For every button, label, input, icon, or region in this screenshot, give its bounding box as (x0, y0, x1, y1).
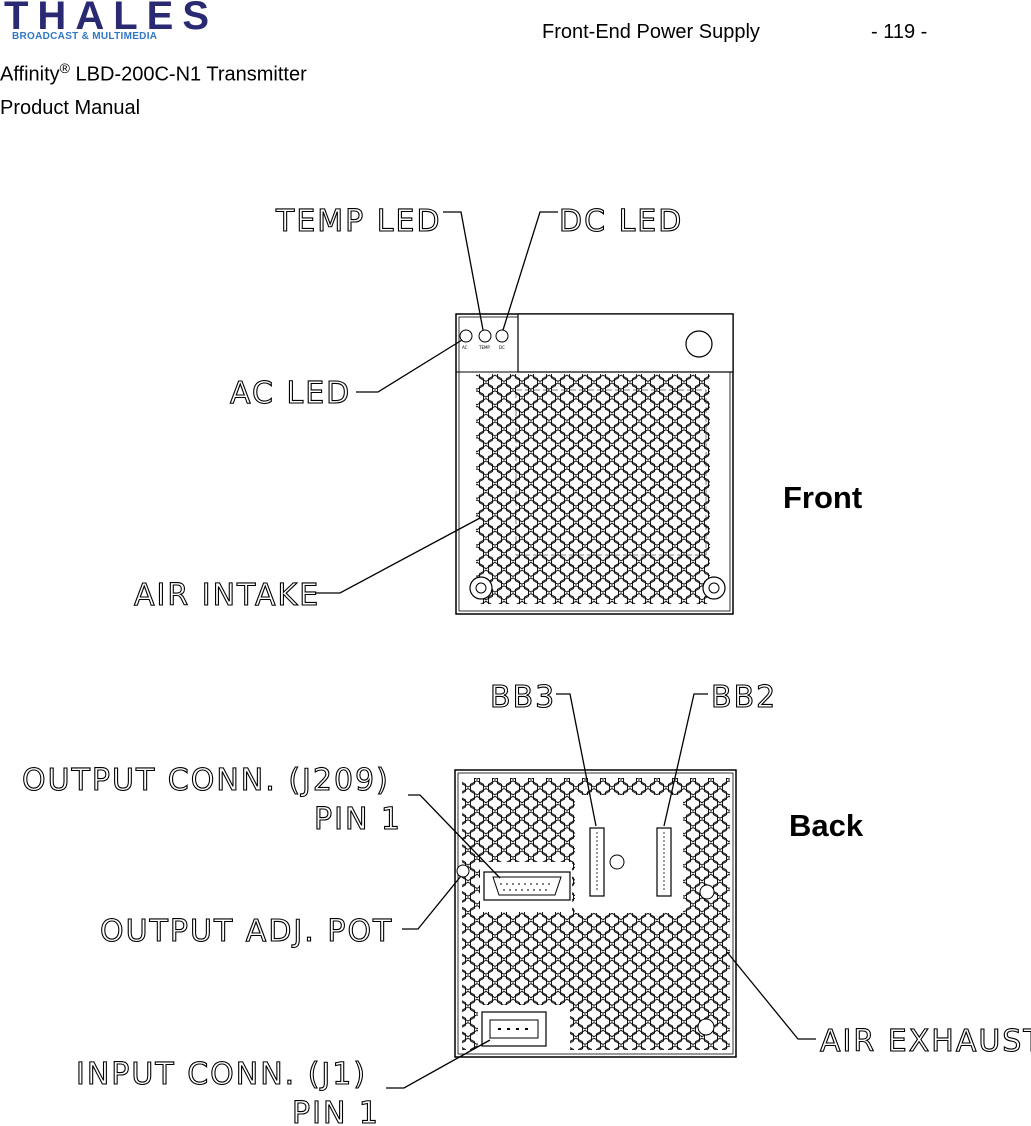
output-adj-pot-callout: OUTPUT ADJ. POT (100, 914, 393, 949)
front-right-screw-center (708, 582, 720, 594)
input-connector-shell (489, 1019, 539, 1039)
dc-led-callout: DC LED (559, 204, 683, 239)
thales-logo: THALES BROADCAST & MULTIMEDIA (0, 0, 230, 46)
input-connector-j1-icon (481, 1011, 547, 1047)
front-left-screw-icon (469, 576, 493, 600)
back-view: BB3 BB2 OUTPUT CONN. (J209) PIN 1 OUTPUT… (21, 679, 1031, 1126)
ac-led-icon (459, 329, 473, 343)
bb3-leader (556, 693, 597, 827)
ac-led-leader (356, 339, 463, 393)
back-corner-screw-icon (697, 1018, 715, 1036)
page-number: - 119 - (871, 21, 928, 43)
front-left-screw-center (475, 582, 487, 594)
temp-led-icon (478, 329, 492, 343)
front-top-plate (517, 313, 734, 373)
air-intake-leader (316, 517, 481, 594)
dc-led-icon (495, 329, 509, 343)
air-exhaust-callout: AIR EXHAUST (820, 1024, 1031, 1059)
product-prefix: Affinity (0, 63, 60, 86)
front-screw-hole (685, 330, 713, 358)
input-conn-callout: INPUT CONN. (J1) (76, 1057, 367, 1092)
output-adj-pot-icon (456, 864, 470, 878)
input-conn-pin-callout: PIN 1 (292, 1096, 380, 1126)
air-intake-callout: AIR INTAKE (134, 578, 320, 613)
logo-subtitle: BROADCAST & MULTIMEDIA (12, 31, 158, 42)
front-internal-board (515, 389, 707, 556)
temp-led-leader (443, 211, 484, 331)
output-connector-j209-icon (483, 871, 571, 901)
output-conn-callout: OUTPUT CONN. (J209) (22, 763, 390, 798)
output-conn-pin-callout: PIN 1 (314, 802, 402, 837)
front-view-label: Front (783, 480, 862, 515)
front-view: AC TEMP DC TEMP LED DC LED AC LED AIR IN… (133, 203, 862, 615)
output-conn-leader (408, 794, 501, 879)
input-conn-leader (386, 1039, 491, 1089)
bb2-callout: BB2 (711, 680, 777, 715)
back-panel-inner (457, 772, 734, 1055)
registered-mark: ® (59, 60, 70, 76)
section-title: Front-End Power Supply (542, 21, 760, 43)
back-standoff-icon (699, 884, 715, 900)
back-screw-icon (609, 854, 625, 870)
bb2-leader (663, 693, 708, 827)
output-adj-pot-leader (402, 875, 462, 930)
temp-led-label: TEMP (478, 345, 490, 350)
product-suffix: LBD-200C-N1 Transmitter (70, 63, 307, 86)
manual-title: Product Manual (0, 97, 141, 119)
dc-led-leader (502, 211, 558, 331)
logo-wordmark: THALES (4, 0, 218, 38)
temp-led-callout: TEMP LED (275, 204, 442, 239)
bb3-callout: BB3 (490, 680, 556, 715)
front-right-screw-icon (702, 576, 726, 600)
front-hex-grille-offset (476, 374, 710, 604)
air-exhaust-leader (726, 951, 816, 1040)
ac-led-callout: AC LED (230, 376, 351, 411)
ac-led-label: AC (462, 345, 468, 350)
back-view-label: Back (789, 808, 864, 843)
dc-led-label: DC (499, 345, 505, 350)
product-name: Affinity® LBD-200C-N1 Transmitter (0, 60, 307, 87)
output-connector-shell (492, 876, 562, 896)
